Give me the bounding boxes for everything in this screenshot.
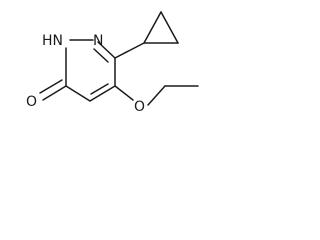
bond-c4-o <box>114 85 134 101</box>
atom-label-nh: HN <box>42 33 63 49</box>
bond-c6-o-second <box>39 79 63 94</box>
bond-c4-c5 <box>89 85 116 102</box>
bond-o-ch2 <box>147 85 166 106</box>
bond-n2-c3 <box>97 41 116 59</box>
carbonyl-group <box>39 79 67 101</box>
cyclopropyl-group <box>114 11 179 59</box>
bond-c6-o <box>42 85 67 101</box>
chemical-structure: HN N O O <box>26 11 199 115</box>
cyclopropyl-bond-b <box>143 11 162 44</box>
bond-c5-c6 <box>65 85 91 102</box>
pyridazinone-ring <box>65 39 116 102</box>
ethoxy-group <box>114 85 199 106</box>
bond-c3-cp <box>114 42 145 59</box>
atom-label-o-carbonyl: O <box>26 94 37 110</box>
atom-label-n: N <box>93 33 103 49</box>
cyclopropyl-bond-c <box>160 11 179 44</box>
atom-label-o-ether: O <box>134 99 145 115</box>
bond-c4-c5-inner <box>90 83 109 95</box>
bond-n2-c3-inner <box>93 48 109 63</box>
